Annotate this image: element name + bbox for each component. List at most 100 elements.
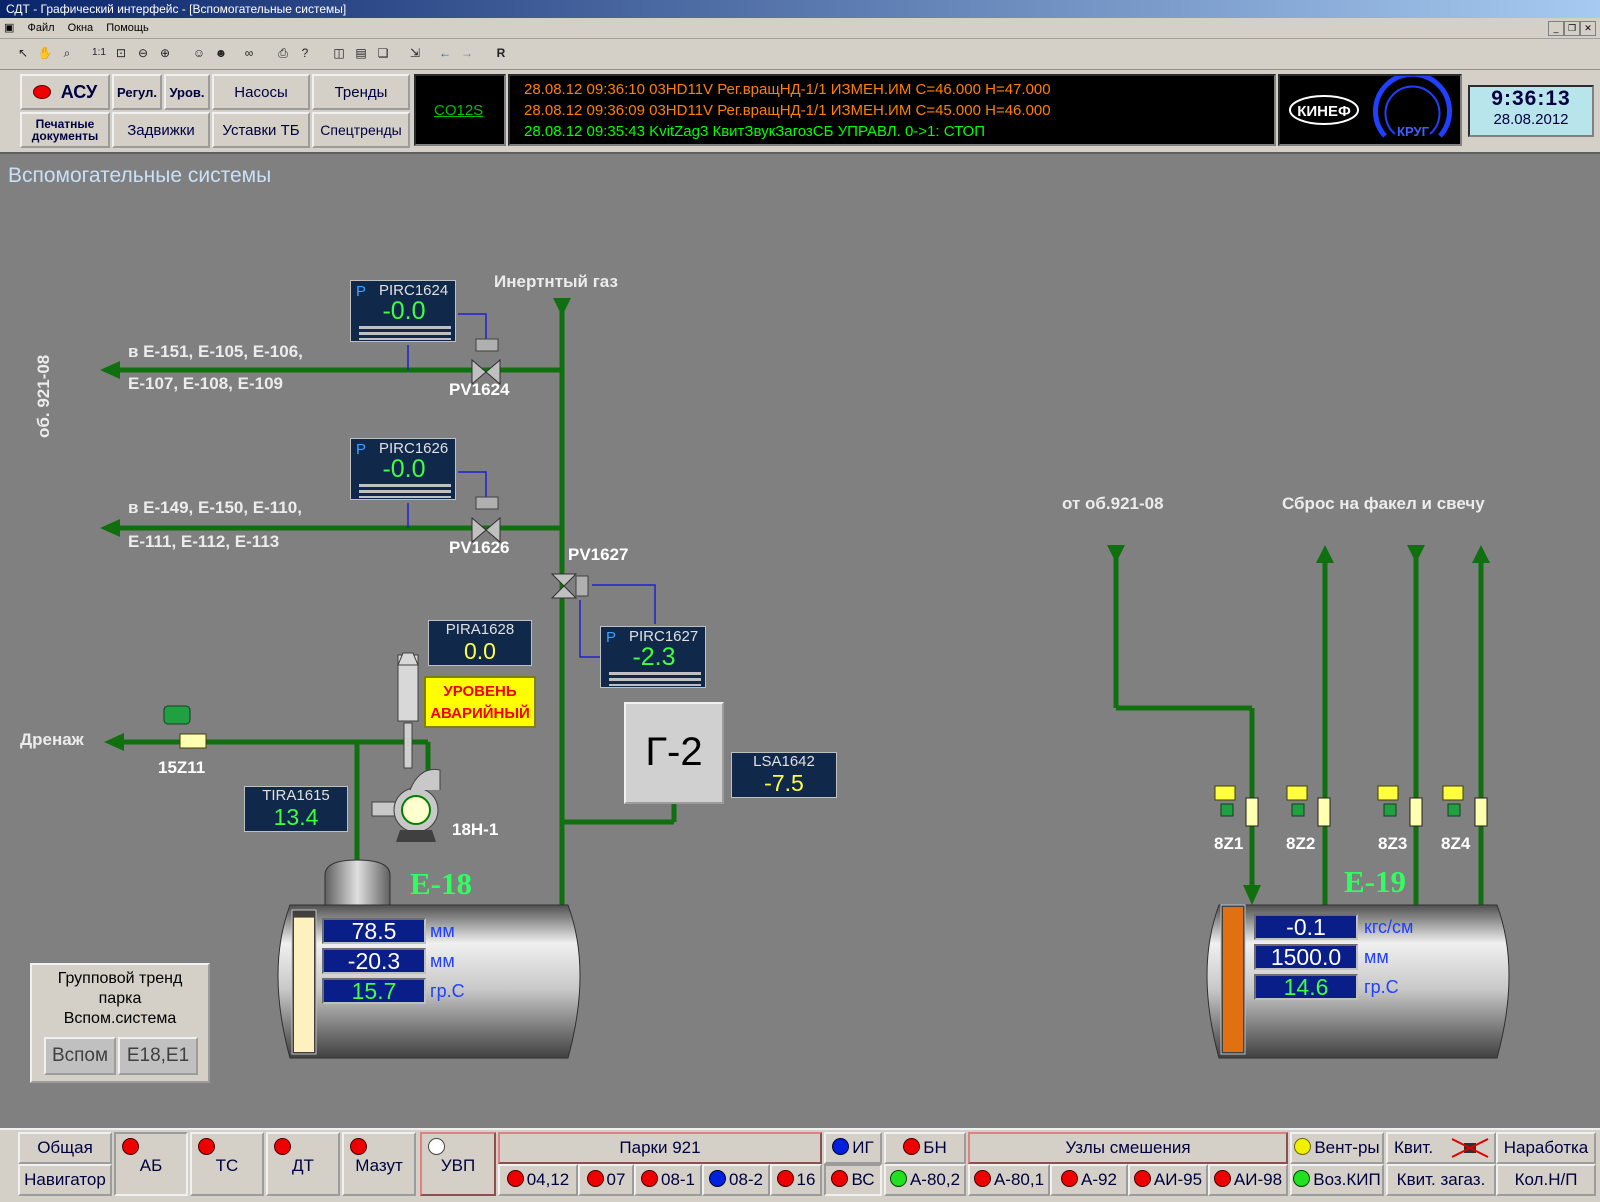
layout-rows-icon[interactable]: ▤ <box>355 46 367 60</box>
park-07-button[interactable]: 07 <box>578 1164 634 1196</box>
zoom-out-icon[interactable]: ⊖ <box>137 46 149 60</box>
minimize-icon[interactable]: _ <box>1548 21 1564 36</box>
close-icon[interactable]: ✕ <box>1580 21 1596 36</box>
navigator-button[interactable]: Навигатор <box>18 1164 112 1196</box>
export-icon[interactable]: ⇲ <box>409 46 421 60</box>
users-icon[interactable]: ☺ <box>192 46 206 60</box>
pirc1627-panel[interactable]: P PIRC1627 -2.3 <box>600 626 706 688</box>
ig-button[interactable]: ИГ <box>824 1132 882 1164</box>
dt-button[interactable]: ДТ <box>266 1132 340 1196</box>
ai98-button[interactable]: АИ-98 <box>1208 1164 1288 1196</box>
e19-unit: мм <box>1364 947 1389 967</box>
binoculars-icon[interactable]: ∞ <box>244 46 254 60</box>
menu-file[interactable]: Файл <box>27 22 55 34</box>
tank-e19-icon[interactable] <box>1206 904 1510 1059</box>
voz-kip-button[interactable]: Воз.КИП <box>1290 1164 1384 1196</box>
pechat-button[interactable]: Печатные документы <box>20 112 110 148</box>
menu-windows[interactable]: Окна <box>67 22 94 34</box>
status-dot-icon <box>32 85 51 99</box>
menu-bar: ▣ Файл Окна Помощь _ ❐ ✕ <box>0 18 1600 39</box>
drain-arrow-icon <box>104 733 124 751</box>
forward-arrow-icon[interactable]: → <box>461 46 473 60</box>
narabotka-button[interactable]: Наработка <box>1496 1132 1596 1164</box>
ab-button[interactable]: АБ <box>114 1132 188 1196</box>
zoom-in-icon[interactable]: ⊕ <box>159 46 171 60</box>
uzly-header[interactable]: Узлы смешения <box>968 1132 1288 1164</box>
valve-8z1-icon[interactable] <box>1214 785 1259 827</box>
asu-button[interactable]: АСУ <box>20 74 110 110</box>
status-dot-icon <box>1294 1138 1312 1155</box>
trendy-button[interactable]: Тренды <box>312 74 410 110</box>
kvit-zag-button[interactable]: Квит. загаз. <box>1386 1164 1496 1196</box>
g2-unit[interactable]: Г-2 <box>624 702 724 804</box>
valve-pv1627-icon[interactable] <box>550 573 589 599</box>
tira1615-panel[interactable]: TIRA1615 13.4 <box>244 786 348 832</box>
arrow-up-icon <box>1316 545 1334 563</box>
vent-label: Вент-ры <box>1314 1138 1380 1157</box>
hand-icon[interactable]: ✋ <box>37 46 53 60</box>
ai95-button[interactable]: АИ-95 <box>1128 1164 1208 1196</box>
ab-label: АБ <box>139 1156 163 1175</box>
zoom-fit-icon[interactable]: ⊡ <box>115 46 127 60</box>
restore-icon[interactable]: ❐ <box>1564 21 1580 36</box>
app-menu-icon[interactable]: ▣ <box>4 22 15 34</box>
co-link[interactable]: CO12S <box>434 102 484 119</box>
back-arrow-icon[interactable]: ← <box>439 46 451 60</box>
obshaya-button[interactable]: Общая <box>18 1132 112 1164</box>
layout-columns-icon[interactable]: ◫ <box>333 46 345 60</box>
pira1628-name: PIRA1628 <box>445 621 515 638</box>
windows-cascade-icon[interactable]: ❏ <box>377 46 389 60</box>
park-081-button[interactable]: 08-1 <box>634 1164 702 1196</box>
lsa1642-panel[interactable]: LSA1642 -7.5 <box>731 752 837 798</box>
valve-8z2-icon[interactable] <box>1286 785 1331 827</box>
ts-button[interactable]: ТС <box>190 1132 264 1196</box>
pirc1626-panel[interactable]: P PIRC1626 -0.0 <box>350 438 456 500</box>
zoom-1to1-icon[interactable]: 1:1 <box>92 47 106 58</box>
ustavki-button[interactable]: Уставки ТБ <box>212 112 310 148</box>
pirc-value: -0.0 <box>382 455 426 483</box>
mazut-button[interactable]: Мазут <box>342 1132 416 1196</box>
park-082-button[interactable]: 08-2 <box>702 1164 770 1196</box>
help-icon[interactable]: ? <box>301 46 309 60</box>
bn-button[interactable]: БН <box>884 1132 966 1164</box>
alarm-level-badge: УРОВЕНЬ АВАРИЙНЫЙ <box>424 676 536 728</box>
user-settings-icon[interactable]: ☻ <box>214 46 228 60</box>
status-dot-icon <box>903 1138 921 1155</box>
pointer-icon[interactable]: ↖ <box>17 46 29 60</box>
valve-pv1626-icon[interactable] <box>471 496 501 544</box>
a802-button[interactable]: А-80,2 <box>884 1164 966 1196</box>
magnifier-icon[interactable]: ⌕ <box>63 46 71 60</box>
uvp-button[interactable]: УВП <box>420 1132 496 1196</box>
regul-button[interactable]: Регул. <box>112 74 162 110</box>
pump-18n1-icon[interactable] <box>371 652 441 842</box>
a801-button[interactable]: А-80,1 <box>968 1164 1050 1196</box>
valve-pv1624-icon[interactable] <box>471 338 501 386</box>
a92-button[interactable]: А-92 <box>1050 1164 1128 1196</box>
park-16-button[interactable]: 16 <box>770 1164 822 1196</box>
valve-8z4-icon[interactable] <box>1442 785 1488 827</box>
kvit-button[interactable]: Квит. <box>1386 1132 1496 1164</box>
menu-help[interactable]: Помощь <box>106 22 149 34</box>
vent-button[interactable]: Вент-ры <box>1290 1132 1384 1164</box>
pira1628-panel[interactable]: PIRA1628 0.0 <box>428 620 532 666</box>
urov-button[interactable]: Уров. <box>164 74 210 110</box>
valve-15z11-icon[interactable] <box>163 705 207 749</box>
kolnp-button[interactable]: Кол.Н/П <box>1496 1164 1596 1196</box>
valve-8z3-icon[interactable] <box>1377 785 1423 827</box>
print-icon[interactable]: ⎙ <box>278 46 288 60</box>
z3-tag: 8Z3 <box>1378 834 1408 853</box>
park-0412-button[interactable]: 04,12 <box>498 1164 578 1196</box>
spectrendy-button[interactable]: Спецтренды <box>312 112 410 148</box>
event-log: 28.08.12 09:36:10 03HD11V Рег.вращНД-1/1… <box>508 74 1276 146</box>
mazut-label: Мазут <box>355 1156 403 1175</box>
parki-header[interactable]: Парки 921 <box>498 1132 822 1164</box>
destination-label: Е-107, Е-108, Е-109 <box>128 374 283 393</box>
r-button[interactable]: R <box>496 46 506 60</box>
nasosy-button[interactable]: Насосы <box>212 74 310 110</box>
status-dot-icon <box>1213 1170 1231 1187</box>
pirc1624-panel[interactable]: P PIRC1624 -0.0 <box>350 280 456 342</box>
group-trend-e18-button[interactable]: Е18,Е1 <box>118 1037 198 1075</box>
group-trend-vspom-button[interactable]: Вспом <box>44 1037 116 1075</box>
vs-button[interactable]: ВС <box>824 1164 882 1196</box>
zadvizhki-button[interactable]: Задвижки <box>112 112 210 148</box>
